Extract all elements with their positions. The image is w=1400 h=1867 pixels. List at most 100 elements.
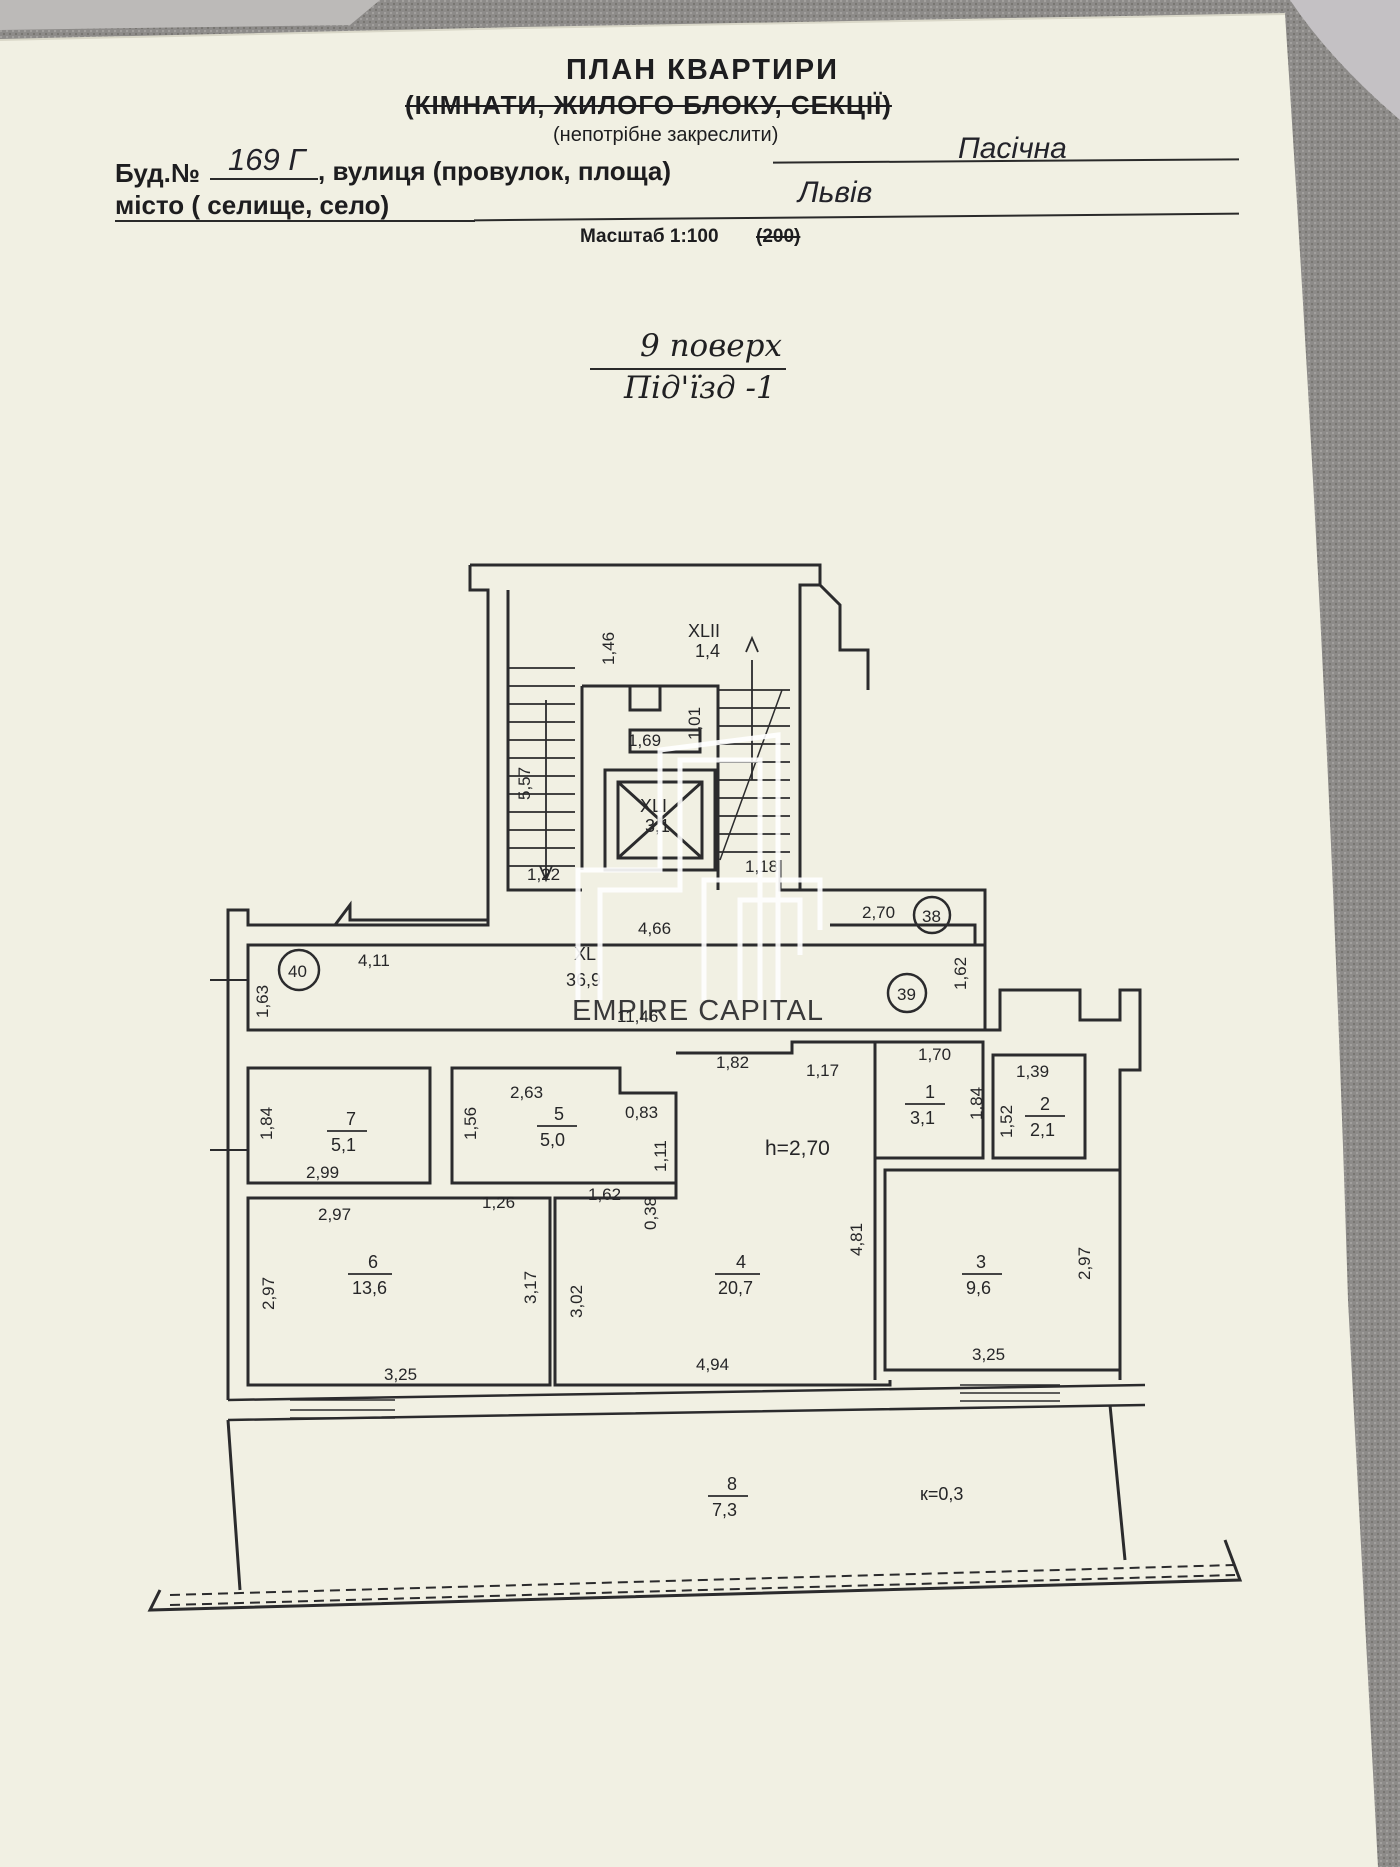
dim-1-39: 1,39	[1016, 1062, 1049, 1081]
stair-right-notch	[818, 583, 870, 690]
dim-11-46: 11,46	[617, 1007, 658, 1026]
watermark-logo	[575, 732, 823, 1000]
room-5-id: 5	[554, 1104, 564, 1124]
dim-1-84-r7: 1,84	[257, 1107, 276, 1140]
corridor-top-left	[248, 900, 488, 927]
room-4-top	[676, 1040, 877, 1380]
inner-stair-right	[778, 860, 800, 892]
city-label: місто ( селище, село)	[115, 190, 390, 220]
dim-4-11: 4,11	[358, 951, 390, 970]
stair-core-box	[580, 684, 720, 890]
dim-1-01: 1,01	[685, 707, 704, 740]
room-2-outline	[991, 1053, 1087, 1160]
corridor-area: 36,9	[566, 970, 601, 990]
scale-struck: (200)	[756, 226, 801, 247]
dim-4-66: 4,66	[638, 919, 671, 938]
room-4-id: 4	[736, 1252, 746, 1272]
dim-1-17: 1,17	[806, 1061, 839, 1080]
height-note: h=2,70	[765, 1137, 830, 1160]
scale-label: Масштаб 1:100	[580, 226, 719, 247]
balcony-outline	[226, 1404, 1127, 1591]
room-7-outline	[246, 1066, 432, 1185]
dim-1-56: 1,56	[461, 1107, 480, 1140]
city-label-underline	[115, 220, 475, 222]
strike-note: (непотрібне закреслити)	[553, 124, 779, 146]
dim-2-63: 2,63	[510, 1083, 543, 1102]
stair-core-top	[470, 563, 822, 690]
floor-label: 9 поверх	[640, 328, 782, 364]
stair-divider	[628, 686, 702, 754]
room-6-area: 13,6	[352, 1278, 387, 1298]
landing-area: 1,4	[695, 641, 720, 661]
watermark-text: EMPIRE CAPITAL	[572, 995, 824, 1027]
dim-2-97-right: 2,97	[1075, 1247, 1094, 1280]
room-6-id: 6	[368, 1252, 378, 1272]
lift-name: XLI	[640, 796, 667, 816]
circle-38-label: 38	[922, 907, 941, 926]
building-number: 169 Г	[228, 142, 306, 177]
dim-1-52: 1,52	[997, 1105, 1016, 1138]
dim-4-81: 4,81	[847, 1223, 866, 1256]
stair-core-wall	[226, 565, 490, 1400]
dim-1-63: 1,63	[253, 985, 272, 1018]
street-label: , вулиця (провулок, площа)	[318, 156, 672, 186]
room-7-id: 7	[346, 1109, 356, 1129]
room-3-area: 9,6	[966, 1278, 991, 1298]
entrance-label: Під'їзд -1	[624, 370, 776, 406]
stair-arrow-left	[539, 700, 553, 883]
lift-shaft	[603, 768, 717, 872]
balcony-edge	[147, 1539, 1243, 1612]
document-subtitle-struck: (КІМНАТИ, ЖИЛОГО БЛОКУ, СЕКЦІЇ)	[405, 90, 892, 120]
dim-1-69: 1,69	[628, 731, 661, 750]
building-number-line	[210, 178, 318, 180]
stair-diag	[719, 689, 783, 861]
empire-capital-watermark: EMPIRE CAPITAL	[572, 732, 824, 1027]
dim-4-94: 4,94	[696, 1355, 729, 1374]
room-2-area: 2,1	[1030, 1120, 1055, 1140]
circle-38	[912, 895, 952, 935]
street-value: Пасічна	[958, 132, 1067, 165]
room-4-area: 20,7	[718, 1278, 753, 1298]
window-bottom-right	[960, 1384, 1060, 1402]
inner-stair-left	[506, 590, 582, 892]
circle-39	[886, 972, 928, 1014]
document-title: ПЛАН КВАРТИРИ	[566, 54, 839, 86]
city-value: Львів	[798, 176, 873, 209]
dim-3-25-right: 3,25	[972, 1345, 1005, 1364]
dim-3-25-left: 3,25	[384, 1365, 417, 1384]
dim-1-22: 1,22	[527, 865, 560, 884]
dim-5-57: 5,57	[515, 767, 534, 800]
room-5-area: 5,0	[540, 1130, 565, 1150]
dim-2-97-top: 2,97	[318, 1205, 351, 1224]
corridor-inner	[830, 923, 977, 945]
room-6-outline	[246, 1196, 552, 1387]
room-4-outline	[553, 1181, 892, 1387]
dim-0-38: 0,38	[641, 1197, 660, 1230]
dim-1-82: 1,82	[716, 1053, 749, 1072]
room-1-id: 1	[925, 1082, 935, 1102]
room-3-outline	[883, 1168, 1122, 1372]
dim-1-26: 1,26	[482, 1193, 515, 1212]
floor-divider	[590, 368, 786, 370]
right-outer-wall	[983, 928, 1142, 1380]
circle-39-label: 39	[897, 985, 916, 1004]
window-bottom-left	[290, 1399, 395, 1419]
stair-flight-left	[508, 667, 575, 867]
circle-40	[277, 948, 321, 992]
room-8-id: 8	[727, 1474, 737, 1494]
dim-3-17: 3,17	[521, 1271, 540, 1304]
room-7-area: 5,1	[331, 1135, 356, 1155]
stair-right-wall	[798, 690, 987, 928]
bottom-wall	[227, 1383, 1146, 1422]
dim-1-62-r4: 1,62	[588, 1185, 621, 1204]
room-3-id: 3	[976, 1252, 986, 1272]
circle-40-label: 40	[288, 962, 307, 981]
dim-0-83: 0,83	[625, 1103, 658, 1122]
building-label: Буд.№	[115, 158, 200, 188]
room-5-outline	[450, 1066, 678, 1185]
k-note: к=0,3	[920, 1484, 963, 1504]
dim-2-99: 2,99	[306, 1163, 339, 1182]
dim-3-02: 3,02	[567, 1285, 586, 1318]
dim-2-70: 2,70	[862, 903, 895, 922]
